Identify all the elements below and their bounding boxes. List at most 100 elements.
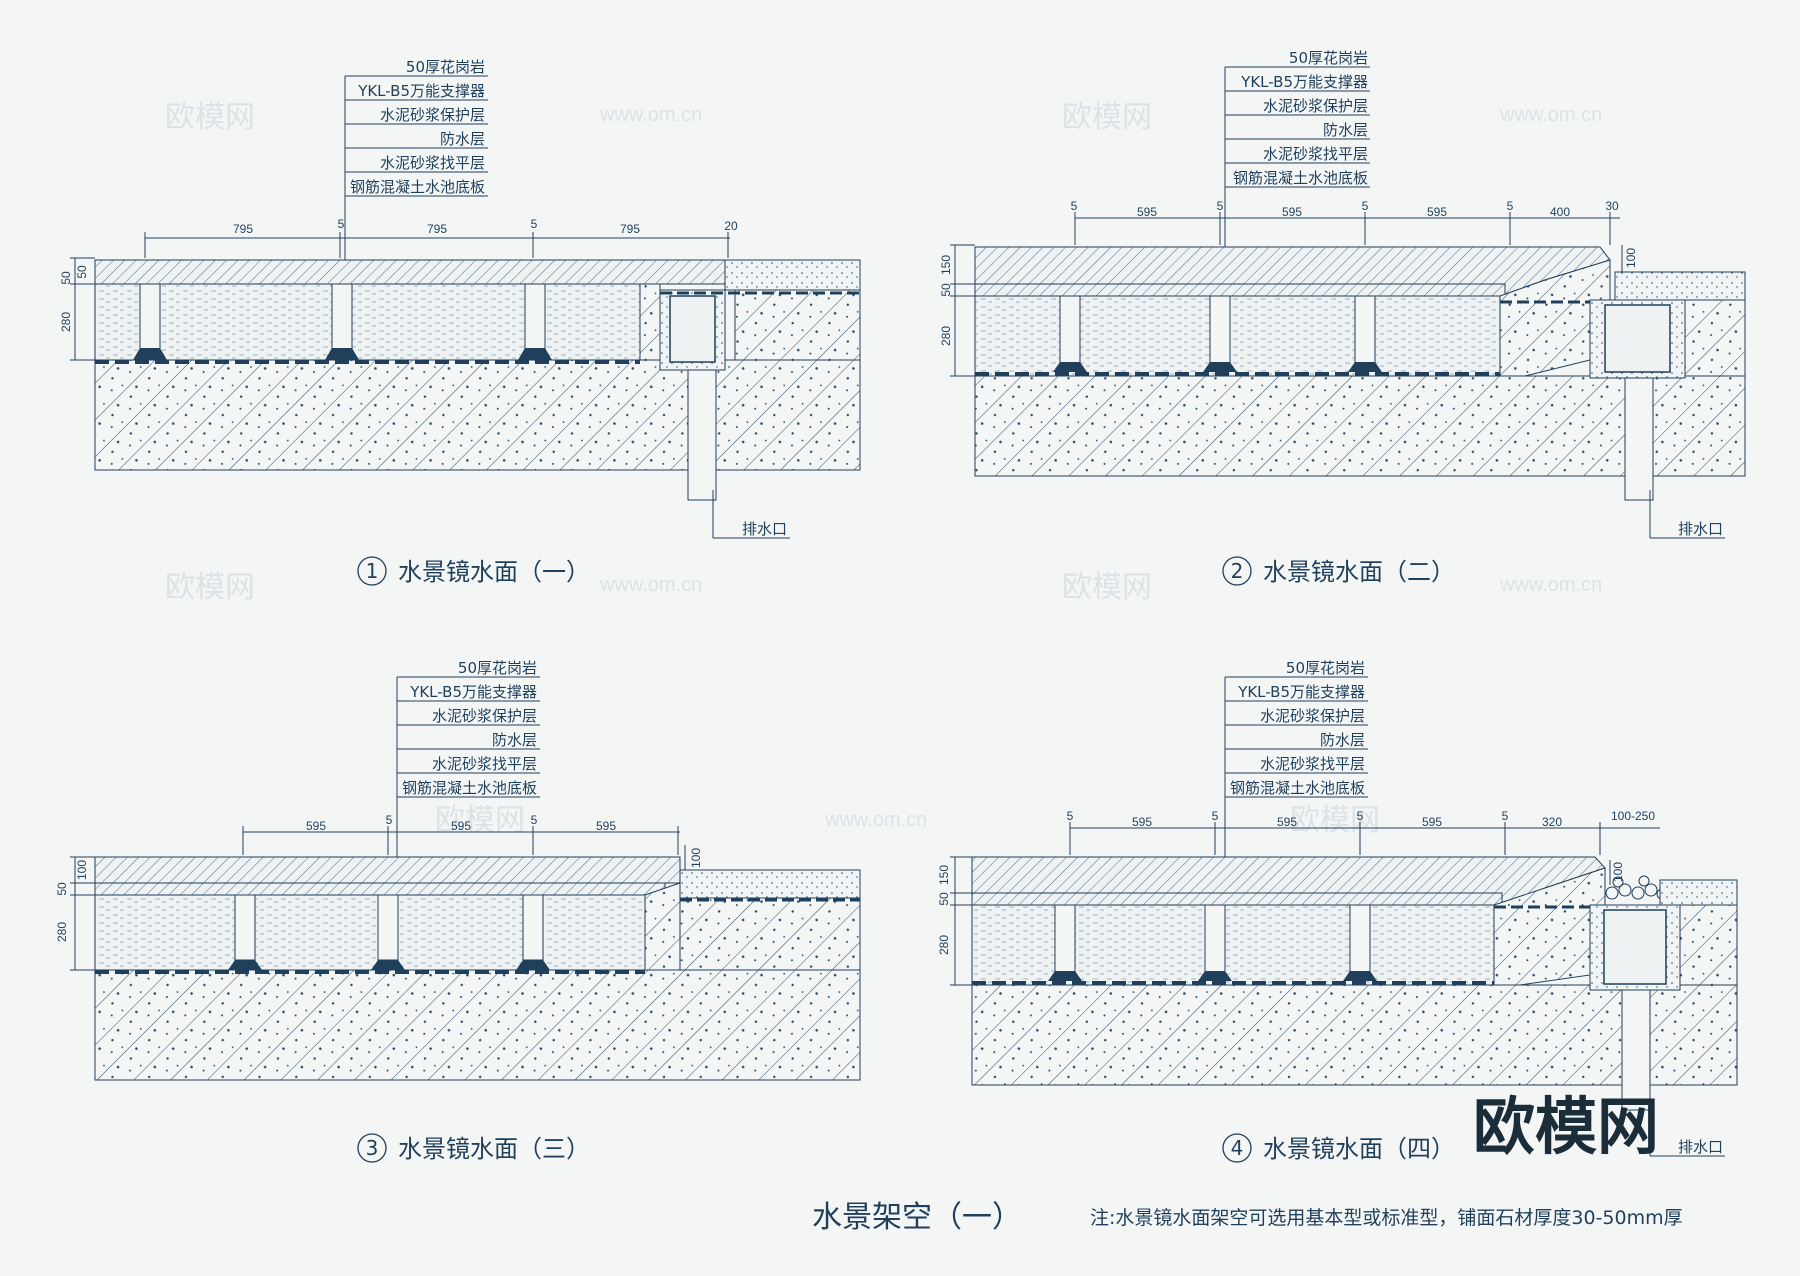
vdim-label: 150 — [939, 255, 953, 275]
pebbles — [1605, 875, 1668, 900]
section-title: 水景镜水面（二） — [1263, 558, 1455, 586]
section-number: 3 — [366, 1136, 379, 1160]
layer-label: 水泥砂浆保护层 — [432, 707, 537, 725]
layer-label: 防水层 — [492, 731, 537, 749]
watermark: 欧模网 — [165, 100, 255, 135]
dim-label: 795 — [233, 222, 253, 236]
watermark-layer: 欧模网 www.om.cn 欧模网 www.om.cn 欧模网 www.om.c… — [165, 100, 1602, 838]
layer-label: YKL-B5万能支撑器 — [409, 683, 537, 701]
layer-label: 50厚花岗岩 — [1286, 659, 1365, 677]
callout-labels: 50厚花岗岩 YKL-B5万能支撑器 水泥砂浆保护层 防水层 水泥砂浆找平层 钢… — [1224, 49, 1370, 420]
vdim-label: 280 — [937, 935, 951, 955]
vdim-label: 100 — [75, 860, 89, 880]
watermark: 欧模网 — [435, 803, 525, 838]
section-title: 水景镜水面（三） — [398, 1135, 590, 1163]
vdim-label: 100 — [1611, 862, 1625, 882]
callout-labels: 50厚花岗岩 YKL-B5万能支撑器 水泥砂浆保护层 防水层 水泥砂浆找平层 钢… — [344, 58, 488, 360]
layer-label: 防水层 — [440, 130, 485, 148]
drain-label: 排水口 — [1678, 520, 1723, 538]
watermark: 欧模网 — [1062, 100, 1152, 135]
layer-label: 防水层 — [1323, 121, 1368, 139]
dim-label: 5 — [1071, 199, 1078, 213]
dim-label: 5 — [1502, 809, 1509, 823]
dim-label: 595 — [306, 819, 326, 833]
layer-label: 钢筋混凝土水池底板 — [402, 779, 537, 797]
section-1: 50厚花岗岩 YKL-B5万能支撑器 水泥砂浆保护层 防水层 水泥砂浆找平层 钢… — [59, 58, 861, 586]
dimension-line: 5 595 5 595 5 595 5 400 30 — [1071, 199, 1620, 245]
dim-label: 595 — [1282, 205, 1302, 219]
dim-label: 795 — [620, 222, 640, 236]
watermark-url: www.om.cn — [1499, 104, 1602, 126]
dim-label: 795 — [427, 222, 447, 236]
vdim-label: 280 — [59, 312, 73, 332]
layer-label: 50厚花岗岩 — [458, 659, 537, 677]
layer-label: 钢筋混凝土水池底板 — [350, 178, 485, 196]
section-number: 1 — [366, 559, 379, 583]
vdim-label: 50 — [937, 892, 951, 906]
dim-label: 5 — [338, 217, 345, 231]
section-title: 水景镜水面（四） — [1263, 1135, 1455, 1163]
dim-label: 5 — [386, 813, 393, 827]
callout-labels: 50厚花岗岩 YKL-B5万能支撑器 水泥砂浆保护层 防水层 水泥砂浆找平层 钢… — [396, 659, 540, 980]
layer-label: 水泥砂浆保护层 — [1263, 97, 1368, 115]
section-4: 50厚花岗岩 YKL-B5万能支撑器 水泥砂浆保护层 防水层 水泥砂浆找平层 钢… — [937, 659, 1738, 1163]
vdim-label: 50 — [939, 283, 953, 297]
dim-label: 595 — [1427, 205, 1447, 219]
layer-label: 水泥砂浆找平层 — [432, 755, 537, 773]
vdim-label: 100 — [689, 848, 703, 868]
sheet-title: 水景架空（一） — [812, 1200, 1022, 1235]
vdim-label: 50 — [59, 271, 73, 285]
layer-label: 水泥砂浆保护层 — [380, 106, 485, 124]
vertical-dims: 50 50 280 — [59, 257, 95, 361]
section-number: 4 — [1231, 1136, 1244, 1160]
layer-label: 50厚花岗岩 — [1289, 49, 1368, 67]
layer-label: 50厚花岗岩 — [406, 58, 485, 76]
dim-label: 5 — [1362, 199, 1369, 213]
watermark: 欧模网 — [165, 570, 255, 605]
watermark-url: www.om.cn — [1499, 574, 1602, 596]
dim-label: 20 — [724, 219, 738, 233]
vertical-dims: 150 50 280 100 — [937, 856, 1625, 986]
dim-label: 595 — [596, 819, 616, 833]
dim-label: 5 — [1067, 809, 1074, 823]
drain-label: 排水口 — [1678, 1138, 1723, 1156]
dim-label: 595 — [1422, 815, 1442, 829]
section-body: 排水口 — [971, 856, 1738, 1157]
section-title: 水景镜水面（一） — [398, 558, 590, 586]
dimension-line: 795 5 795 5 795 20 — [144, 217, 738, 258]
section-body: 排水口 — [94, 259, 861, 539]
vdim-label: 50 — [55, 882, 69, 896]
dim-label: 320 — [1542, 815, 1562, 829]
dimension-line: 595 5 595 5 595 — [242, 813, 680, 855]
drain-label: 排水口 — [742, 520, 787, 538]
dim-label: 5 — [531, 813, 538, 827]
vdim-label: 280 — [939, 326, 953, 346]
section-2: 50厚花岗岩 YKL-B5万能支撑器 水泥砂浆保护层 防水层 水泥砂浆找平层 钢… — [939, 49, 1746, 586]
watermark: 欧模网 — [1290, 803, 1380, 838]
dim-label: 100-250 — [1611, 809, 1655, 823]
callout-labels: 50厚花岗岩 YKL-B5万能支撑器 水泥砂浆保护层 防水层 水泥砂浆找平层 钢… — [1224, 659, 1368, 990]
section-3: 50厚花岗岩 YKL-B5万能支撑器 水泥砂浆保护层 防水层 水泥砂浆找平层 钢… — [55, 659, 861, 1163]
vertical-dims: 150 50 280 100 — [939, 244, 1638, 377]
layer-label: YKL-B5万能支撑器 — [1240, 73, 1368, 91]
sheet-note: 注:水景镜水面架空可选用基本型或标准型，铺面石材厚度30-50mm厚 — [1090, 1207, 1683, 1229]
dim-label: 5 — [1507, 199, 1514, 213]
layer-label: 水泥砂浆找平层 — [1260, 755, 1365, 773]
layer-label: 水泥砂浆保护层 — [1260, 707, 1365, 725]
layer-label: 钢筋混凝土水池底板 — [1233, 169, 1368, 187]
section-body — [94, 856, 861, 1081]
dim-label: 5 — [531, 217, 538, 231]
layer-label: 钢筋混凝土水池底板 — [1230, 779, 1365, 797]
section-number: 2 — [1231, 559, 1244, 583]
vdim-label: 150 — [937, 865, 951, 885]
vdim-label: 50 — [75, 265, 89, 279]
dim-label: 5 — [1212, 809, 1219, 823]
brand-logo: 欧模网 — [1473, 1090, 1659, 1163]
layer-label: YKL-B5万能支撑器 — [1237, 683, 1365, 701]
dim-label: 595 — [451, 819, 471, 833]
dim-label: 400 — [1550, 205, 1570, 219]
vdim-label: 100 — [1624, 248, 1638, 268]
watermark: 欧模网 — [1062, 570, 1152, 605]
dim-label: 595 — [1277, 815, 1297, 829]
